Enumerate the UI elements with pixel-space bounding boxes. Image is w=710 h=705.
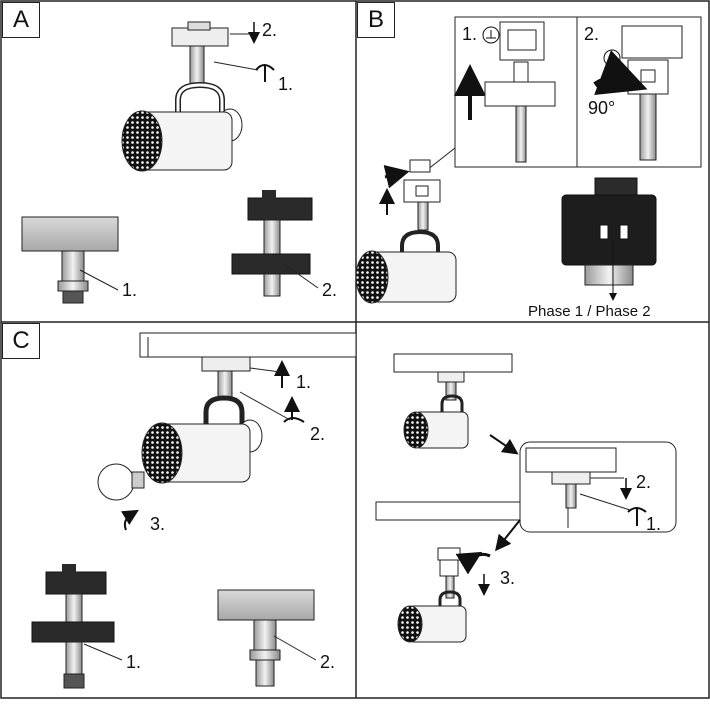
panel-b-angle: 90°: [588, 98, 615, 118]
panel-a-step-1: 1.: [278, 74, 293, 94]
panel-c-detail-1: 1.: [126, 652, 141, 672]
panel-b-label: B: [357, 2, 395, 38]
panel-c-label: C: [2, 323, 40, 359]
panel-c-detail-2: 2.: [320, 652, 335, 672]
panel-c-step-3: 3.: [150, 514, 165, 534]
panel-d-zoom-step-2: 2.: [636, 472, 651, 492]
panel-c-step-1: 1.: [296, 372, 311, 392]
panel-a-detail-2: 2.: [322, 280, 337, 300]
panel-b-inset-1: 1.: [462, 24, 477, 44]
panel-a: 2. 1. 1. 2.: [21, 20, 337, 304]
panel-a-label: A: [2, 2, 40, 38]
panel-d: 2. 1. 3.: [375, 353, 677, 643]
panel-a-detail-1: 1.: [122, 280, 137, 300]
panel-d-zoom-step-1: 1.: [646, 514, 661, 534]
panel-d-step-3: 3.: [500, 568, 515, 588]
panel-a-step-2: 2.: [262, 20, 277, 40]
panel-c-step-2: 2.: [310, 424, 325, 444]
panel-b-inset-2: 2.: [584, 24, 599, 44]
panel-b: 1. 2. 90° P: [355, 16, 702, 320]
panel-c: 1. 2. 3. 1. 2.: [31, 332, 357, 689]
panel-b-phase-label: Phase 1 / Phase 2: [528, 303, 651, 320]
